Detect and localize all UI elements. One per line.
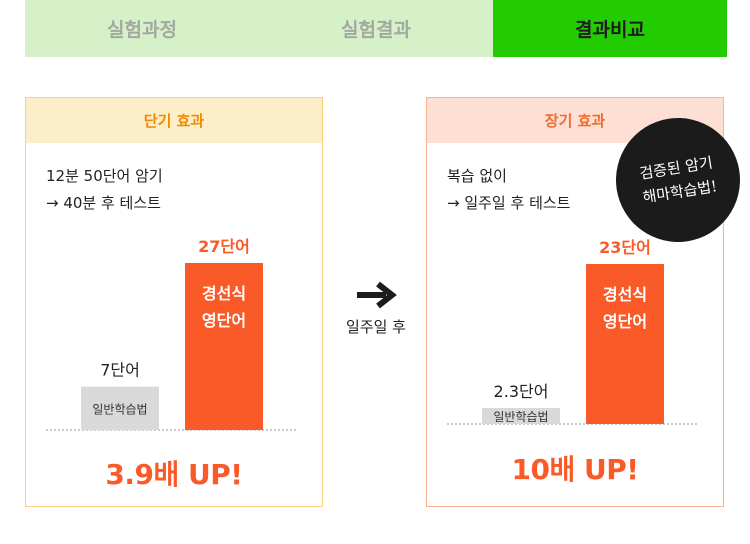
- bar-category-label: 일반학습법: [92, 402, 147, 416]
- bar-category-label: 경선식: [603, 285, 647, 304]
- one-week-later-label: 일주일 후: [346, 318, 406, 336]
- right-arrow-icon: [357, 281, 397, 309]
- bar-general: [81, 386, 159, 430]
- tab-bar: 실험과정 실험결과 결과비교: [25, 0, 727, 57]
- bar-kyungsunsik: [185, 263, 263, 430]
- bar-category-label: 경선식: [202, 284, 246, 303]
- long-term-description-line-2: → 일주일 후 테스트: [447, 194, 571, 212]
- one-week-later-indicator: 일주일 후: [336, 280, 416, 337]
- short-term-description-line-1: 12분 50단어 암기: [46, 167, 163, 185]
- short-term-description-line-2: → 40분 후 테스트: [46, 194, 161, 212]
- bar-value-label: 23단어: [599, 238, 651, 257]
- short-term-title: 단기 효과: [26, 98, 322, 143]
- short-term-result: 3.9배 UP!: [105, 458, 243, 491]
- bar-value-label: 2.3단어: [494, 382, 549, 401]
- bar-category-label: 영단어: [603, 312, 647, 331]
- long-term-description: 복습 없이 → 일주일 후 테스트: [447, 163, 570, 217]
- short-term-description: 12분 50단어 암기 → 40분 후 테스트: [46, 163, 163, 217]
- bar-value-label: 27단어: [198, 237, 250, 256]
- bar-category-label: 일반학습법: [493, 410, 548, 424]
- bar-value-label: 7단어: [100, 361, 140, 380]
- tab-result-compare[interactable]: 결과비교: [493, 0, 727, 57]
- long-term-result: 10배 UP!: [511, 453, 639, 486]
- tab-experiment-process[interactable]: 실험과정: [25, 0, 259, 57]
- bar-kyungsunsik: [586, 264, 664, 424]
- bar-general: [482, 408, 560, 424]
- long-term-description-line-1: 복습 없이: [447, 167, 507, 185]
- bar-category-label: 영단어: [202, 311, 246, 330]
- tab-experiment-result[interactable]: 실험결과: [259, 0, 493, 57]
